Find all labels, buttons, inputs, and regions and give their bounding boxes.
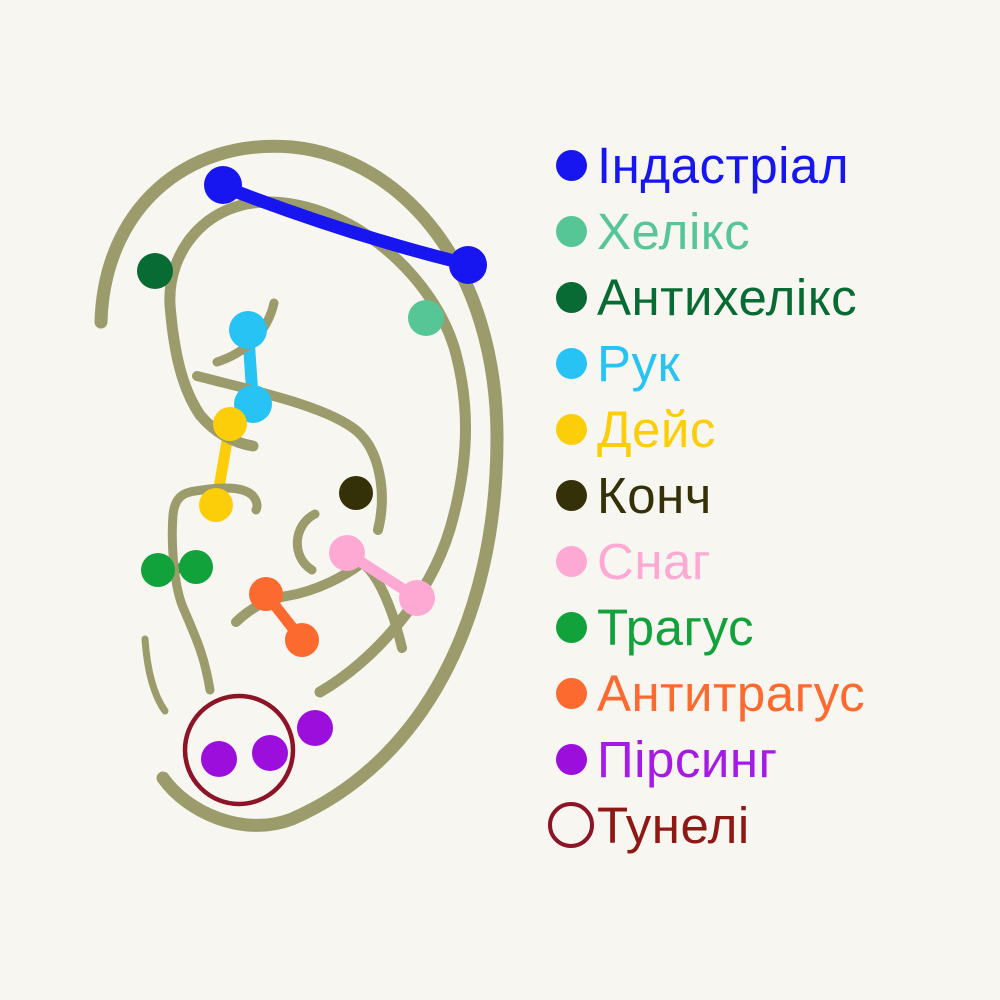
legend-label-lobe-piercing: Пірсинг [597,730,778,788]
legend-item-rook: Рук [556,330,865,396]
daith-legend-dot [556,413,587,445]
legend-label-industrial: Індастріал [597,136,850,194]
snug-legend-dot [556,545,587,577]
legend-item-tragus: Трагус [556,594,865,660]
conch-stud [339,476,373,510]
helix-legend-dot [556,215,587,247]
legend-item-conch: Конч [556,462,865,528]
rook-ball-top [229,311,267,349]
industrial-ball-top [204,166,242,204]
legend-item-tunnels: Тунелі [548,792,865,858]
antihelix-stud [137,253,173,289]
legend-label-daith: Дейс [597,400,716,458]
daith-ball-bottom [199,488,233,522]
legend-label-helix: Хелікс [597,202,751,260]
legend-label-snug: Снаг [597,532,711,590]
helix-stud [408,300,444,336]
industrial-barbell-bar [225,183,465,269]
conch-legend-dot [556,479,587,511]
lobe-piercing-legend-dot [556,743,587,775]
legend-item-antitragus: Антитрагус [556,660,865,726]
ear-tragus-ridge-curve [167,483,262,695]
industrial-legend-dot [556,149,587,181]
lobe-piercing-dot-3 [297,710,333,746]
tunnel-ring [182,693,296,807]
legend-label-rook: Рук [597,334,681,392]
antitragus-legend-dot [556,677,587,709]
legend-item-snug: Снаг [556,528,865,594]
antitragus-ball-top [249,577,283,611]
ear-outer-helix-curve [94,139,504,832]
legend-label-tragus: Трагус [597,598,755,656]
tragus-legend-dot [556,611,587,643]
snug-ball-top [329,535,365,571]
tragus-ball-left [141,553,175,587]
legend: Індастріал Хелікс Антихелікс Рук Дейс Ко… [548,132,865,858]
legend-item-industrial: Індастріал [556,132,865,198]
legend-item-lobe-piercing: Пірсинг [556,726,865,792]
legend-item-antihelix: Антихелікс [556,264,865,330]
piercing-markers [137,166,487,777]
ear-inner-helix-curve [164,196,471,698]
legend-label-tunnels: Тунелі [597,796,750,854]
daith-ball-top [213,407,247,441]
tragus-ball-right [179,550,213,584]
legend-label-antitragus: Антитрагус [597,664,866,722]
ear-lobe-left-curve [141,635,169,715]
legend-label-antihelix: Антихелікс [597,268,858,326]
legend-item-helix: Хелікс [556,198,865,264]
industrial-ball-bottom [449,246,487,284]
legend-item-daith: Дейс [556,396,865,462]
snug-ball-bottom [399,580,435,616]
ear-concha-crescent-curve [292,509,320,575]
lobe-piercing-dot-1 [201,741,237,777]
legend-label-conch: Конч [597,466,712,524]
rook-legend-dot [556,347,587,379]
antitragus-ball-bottom [285,623,319,657]
antihelix-legend-dot [556,281,587,313]
rook-ball-bottom [234,385,272,423]
tunnels-legend-ring [548,802,594,848]
lobe-piercing-dot-2 [252,735,288,771]
